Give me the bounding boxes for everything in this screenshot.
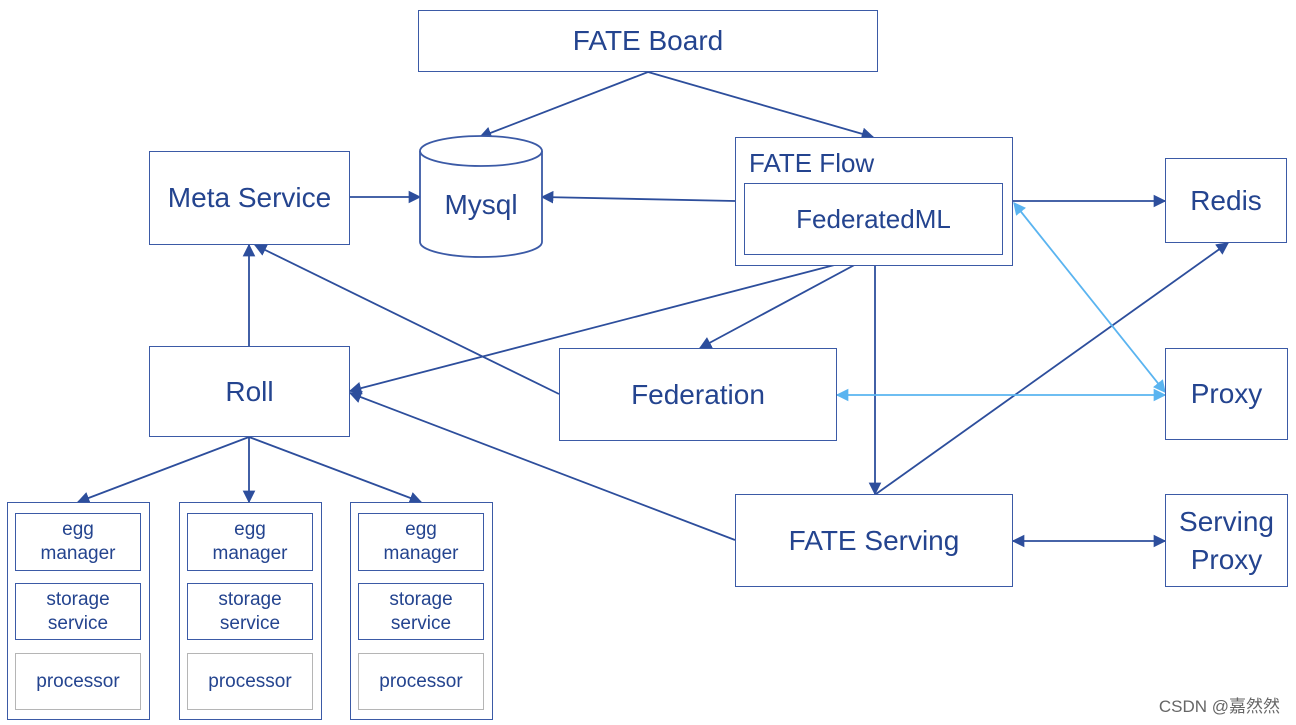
edge-roll-egg3 (248, 436, 423, 504)
federation-box: Federation (559, 348, 837, 441)
federation-label: Federation (631, 378, 765, 410)
processor-box-1: processor (15, 653, 141, 710)
processor-label: processor (208, 670, 292, 692)
egg-manager-box-3: egg manager (358, 513, 484, 571)
storage-service-label: storage service (389, 588, 453, 634)
egg-manager-box-2: egg manager (187, 513, 313, 571)
storage-service-box-1: storage service (15, 583, 141, 640)
edge-fml-roll (348, 254, 874, 395)
egg-manager-label: egg manager (40, 519, 116, 564)
processor-box-3: processor (358, 653, 484, 710)
storage-service-label: storage service (46, 588, 110, 634)
processor-label: processor (379, 670, 463, 692)
fate-board-label: FATE Board (572, 25, 724, 56)
meta-service-label: Meta Service (167, 182, 332, 213)
edge-fml-proxy (1013, 202, 1166, 393)
processor-box-2: processor (187, 653, 313, 710)
fate-serving-label: FATE Serving (788, 524, 960, 556)
edge-board-mysql (478, 71, 649, 139)
mysql-label-holder: Mysql (420, 172, 542, 238)
storage-service-label: storage service (218, 588, 282, 634)
edge-serving-roll (348, 391, 736, 541)
edge-roll-egg1 (76, 436, 250, 504)
meta-service-box: Meta Service (149, 151, 350, 245)
serving-proxy-box: Serving Proxy (1165, 494, 1288, 587)
egg-manager-label: egg manager (212, 519, 288, 564)
mysql-label: Mysql (444, 189, 518, 220)
fate-board-box: FATE Board (418, 10, 878, 72)
mysql-cylinder (419, 135, 543, 258)
egg-manager-box-1: egg manager (15, 513, 141, 571)
serving-proxy-label: Serving Proxy (1179, 505, 1274, 575)
roll-label: Roll (225, 375, 274, 407)
watermark-text: CSDN @嘉然然 (1158, 697, 1280, 716)
edge-flow-mysql (540, 190, 736, 204)
storage-service-box-2: storage service (187, 583, 313, 640)
storage-service-box-3: storage service (358, 583, 484, 640)
proxy-label: Proxy (1190, 378, 1263, 409)
redis-box: Redis (1165, 158, 1287, 243)
redis-label: Redis (1190, 184, 1262, 216)
edge-board-flow (647, 71, 875, 140)
roll-box: Roll (149, 346, 350, 437)
edge-fml-federation (698, 254, 874, 349)
processor-label: processor (36, 670, 120, 692)
proxy-box: Proxy (1165, 348, 1288, 440)
edge-federation-meta (253, 244, 560, 395)
federatedml-label: FederatedML (796, 203, 951, 234)
egg-manager-label: egg manager (383, 519, 459, 564)
federatedml-box: FederatedML (744, 183, 1003, 255)
fate-serving-box: FATE Serving (735, 494, 1013, 587)
fate-flow-label: FATE Flow (749, 148, 875, 178)
